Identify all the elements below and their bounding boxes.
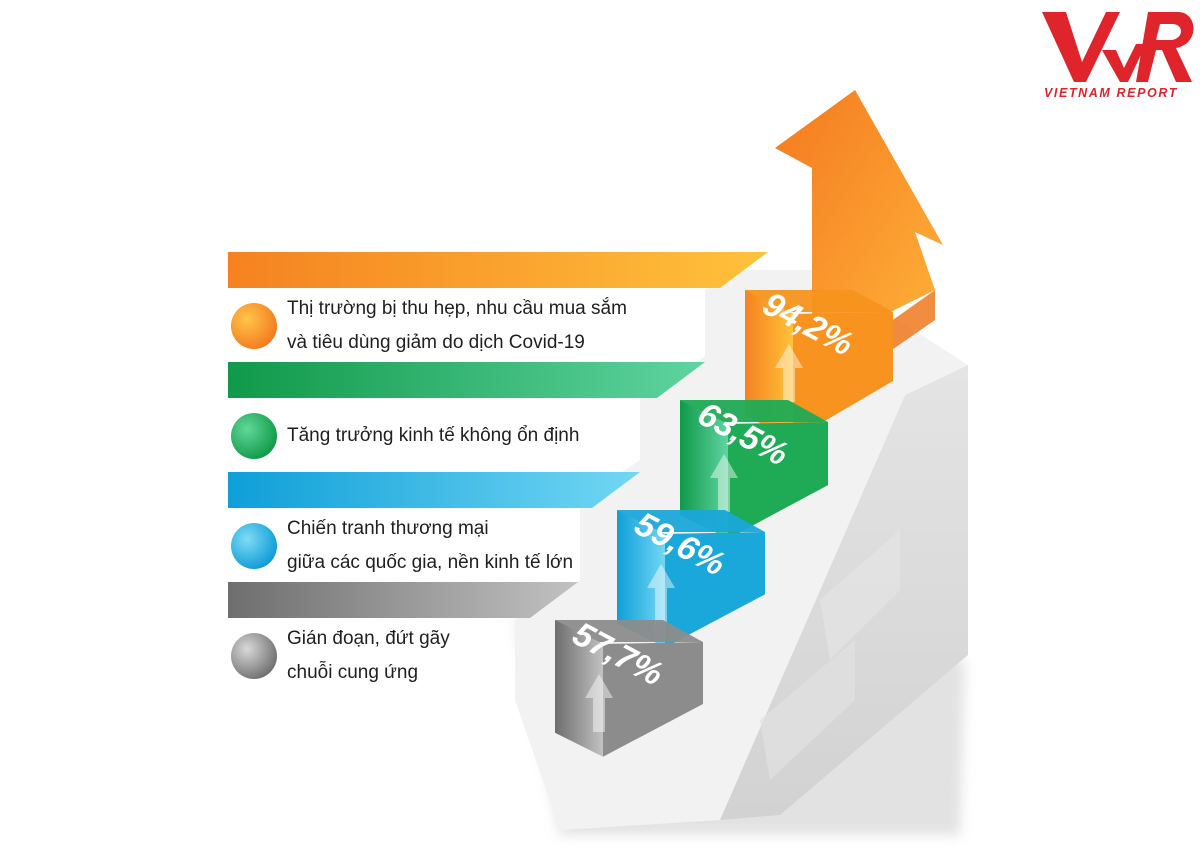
step-up-arrow-icon-3 <box>585 674 613 732</box>
logo-subtitle: VIETNAM REPORT <box>1044 86 1178 100</box>
legend-bullet-2 <box>231 523 277 569</box>
step-top-2 <box>617 510 765 532</box>
step-face-3 <box>603 642 703 757</box>
step-top-0 <box>745 290 893 312</box>
legend-bullet-1 <box>231 413 277 459</box>
vnr-logo-mark <box>1042 12 1194 82</box>
step-bar-3 <box>555 620 603 757</box>
step-face-2 <box>665 532 765 648</box>
category-label-3: Gián đoạn, đứt gãy chuỗi cung ứng <box>287 622 450 690</box>
legend-bullet-3 <box>231 633 277 679</box>
legend-bullet-0 <box>231 303 277 349</box>
step-up-arrow-icon-1 <box>710 454 738 512</box>
category-label-0-line-0: Thị trường bị thu hẹp, nhu cầu mua sắm <box>287 298 627 319</box>
category-label-3-line-0: Gián đoạn, đứt gãy <box>287 628 450 649</box>
step-up-arrow-icon-0 <box>775 344 803 402</box>
category-label-2-line-0: Chiến tranh thương mại <box>287 518 489 539</box>
category-label-3-line-1: chuỗi cung ứng <box>287 662 419 683</box>
legend-band-3 <box>228 582 578 618</box>
step-face-1 <box>728 422 828 539</box>
category-label-2-line-1: giữa các quốc gia, nền kinh tế lớn <box>287 552 574 573</box>
step-bar-2 <box>617 510 665 648</box>
step-top-3 <box>555 620 703 642</box>
category-label-2: Chiến tranh thương mại giữa các quốc gia,… <box>287 512 573 580</box>
legend-band-0 <box>228 252 768 288</box>
category-label-0: Thị trường bị thu hẹp, nhu cầu mua sắm và… <box>287 292 627 360</box>
step-top-1 <box>680 400 828 422</box>
category-label-1: Tăng trưởng kinh tế không ổn định <box>287 419 579 453</box>
step-bar-1 <box>680 400 728 539</box>
category-label-0-line-1: và tiêu dùng giảm do dịch Covid-19 <box>287 332 585 353</box>
step-face-0 <box>793 312 893 440</box>
category-label-1-line-0: Tăng trưởng kinh tế không ổn định <box>287 425 580 446</box>
legend-band-1 <box>228 362 705 398</box>
step-up-arrow-icon-2 <box>647 564 675 622</box>
vnr-logo: VIETNAM REPORT <box>1036 4 1200 104</box>
legend-band-2 <box>228 472 640 508</box>
